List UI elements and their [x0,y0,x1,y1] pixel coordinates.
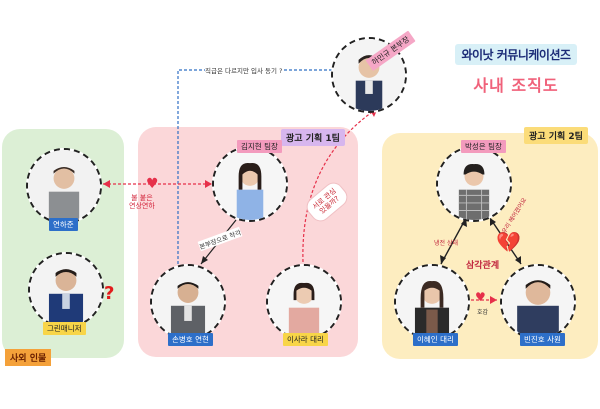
woman-leather-jacket-icon [396,266,468,338]
park-hyein-relation-label: 냉전 상태 [434,240,458,247]
outside-label: 사외 인물 [5,349,52,366]
company-title: 와이낫 커뮤니케이션즈 [455,44,577,65]
bin-jinho-name: 빈진호 사원 [520,333,565,346]
lee-hyein-name: 이혜인 대리 [413,333,458,346]
man-gray-jacket-icon [152,266,224,338]
kim-jihyun-name: 김지현 팀장 [237,140,282,153]
yeon-hajun-portrait [26,148,102,224]
woman-pink-coat-icon [268,266,340,338]
yeon-hajun-name: 연하준 [49,218,78,231]
heart-icon: ♥ [146,176,159,192]
yeon-kim-relation-label: 불 붙은 연상연하 [129,194,155,210]
ha-kim-relation-label: 직급은 다르지만 입사 동기 ? [205,65,283,75]
manager-portrait [28,252,104,328]
lee-sara-name: 이사라 대리 [283,333,328,346]
org-chart-title: 사내 조직도 [473,76,559,95]
man-blue-suit-icon [30,254,102,326]
manager-name: 그린매니저 [43,322,86,335]
lee-sara-portrait [266,264,342,340]
heart-icon-small: ♥ [475,290,486,304]
son-byungho-name: 손병호 연현 [168,333,213,346]
question-mark: ? [104,283,115,304]
title-block: 와이낫 커뮤니케이션즈 사내 조직도 [447,44,585,96]
triangle-relation-label: 삼각관계 [466,261,500,271]
hyein-bin-relation-label: 호감 [477,309,489,316]
broken-heart-icon: 💔 [496,230,521,254]
lee-hyein-portrait [394,264,470,340]
woman-blue-shirt-icon [214,148,286,220]
kim-jihyun-portrait [212,146,288,222]
man-gray-sweater-icon [28,150,100,222]
park-sungeun-portrait [436,146,512,222]
team2-label: 광고 기획 2팀 [524,127,588,144]
park-sungeun-name: 박성은 팀장 [461,140,506,153]
team1-label: 광고 기획 1팀 [281,129,345,146]
son-byungho-portrait [150,264,226,340]
bin-jinho-portrait [500,264,576,340]
woman-checked-coat-icon [438,148,510,220]
man-navy-sweater-icon [502,266,574,338]
